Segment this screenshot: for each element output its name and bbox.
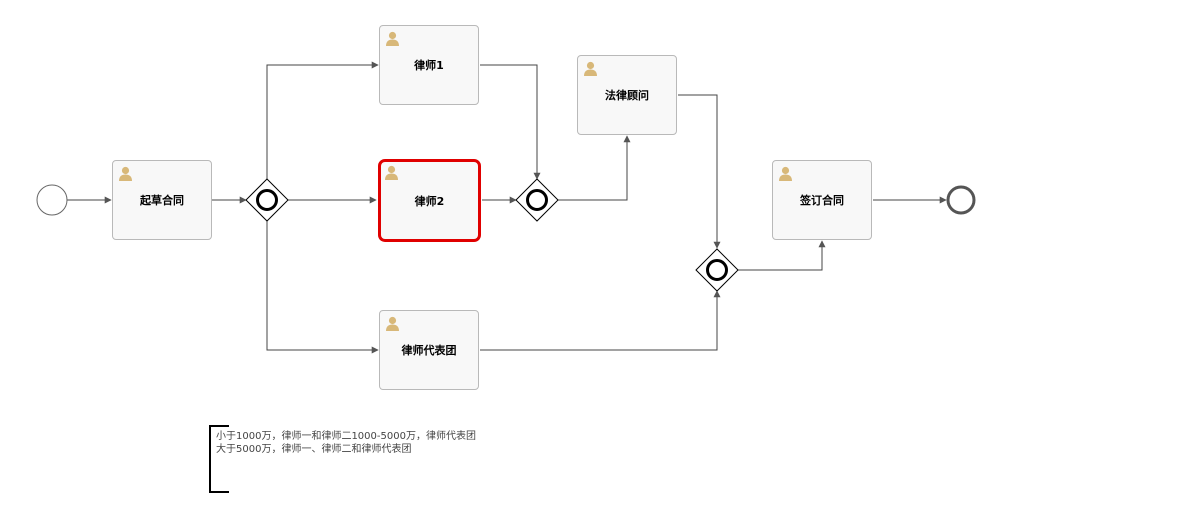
flow-delegation-to-join2[interactable]: [480, 290, 721, 351]
user-icon: [386, 31, 399, 46]
task-label: 律师1: [414, 59, 444, 72]
task-label: 法律顾问: [605, 89, 649, 102]
user-icon: [584, 61, 597, 76]
inclusive-gateway-split[interactable]: [245, 178, 289, 222]
inclusive-gateway-join-2[interactable]: [695, 248, 739, 292]
task-label: 律师2: [414, 194, 445, 208]
user-icon: [779, 166, 792, 181]
flow-counsel-to-join2[interactable]: [678, 94, 721, 249]
flow-join2-to-sign[interactable]: [738, 240, 826, 271]
flow-split-to-delegation[interactable]: [266, 221, 379, 354]
task-lawyer-1[interactable]: 律师1: [379, 25, 479, 105]
flow-lawyer1-to-join[interactable]: [480, 64, 541, 180]
user-icon: [386, 316, 399, 331]
user-icon: [385, 165, 398, 180]
task-draft-contract[interactable]: 起草合同: [112, 160, 212, 240]
task-sign-contract[interactable]: 签订合同: [772, 160, 872, 240]
task-label: 签订合同: [800, 194, 844, 207]
end-event[interactable]: [946, 185, 976, 215]
flow-split-to-lawyer1[interactable]: [266, 61, 379, 180]
inclusive-gateway-join[interactable]: [515, 178, 559, 222]
text-annotation[interactable]: 小于1000万，律师一和律师二1000-5000万，律师代表团大于5000万，律…: [216, 431, 476, 455]
task-label: 律师代表团: [401, 344, 457, 357]
start-event[interactable]: [36, 184, 68, 216]
task-lawyer-2[interactable]: 律师2: [378, 159, 481, 242]
user-icon: [119, 166, 132, 181]
task-lawyer-delegation[interactable]: 律师代表团: [379, 310, 479, 390]
task-legal-counsel[interactable]: 法律顾问: [577, 55, 677, 135]
text-annotation-bracket[interactable]: [209, 425, 229, 493]
flow-join-to-counsel[interactable]: [558, 135, 631, 201]
task-label: 起草合同: [140, 194, 184, 207]
